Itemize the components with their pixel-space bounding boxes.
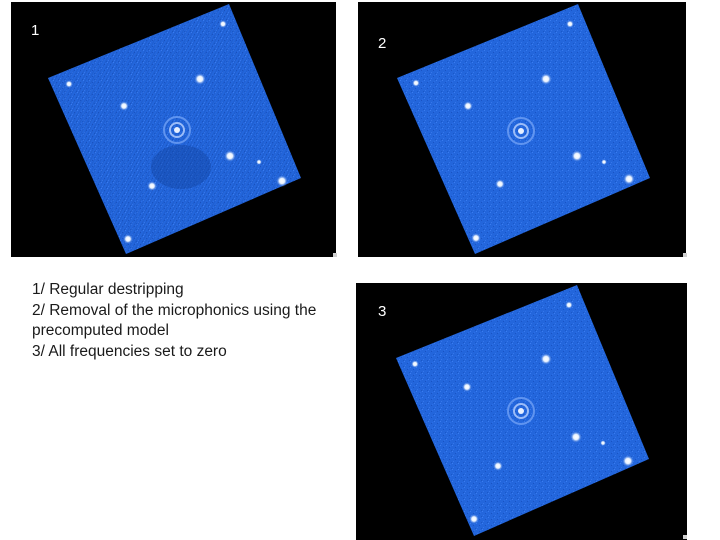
image-panel-3: 3 [356, 283, 687, 540]
caption-line-4: 3/ All frequencies set to zero [32, 342, 227, 360]
sky-image-3 [396, 285, 649, 536]
sky-image-2 [397, 4, 650, 254]
panel-label-3: 3 [378, 303, 387, 320]
caption-line-1: 1/ Regular destripping [32, 281, 184, 298]
sky-field [397, 4, 650, 254]
stars [412, 20, 635, 243]
panel-corner-mark [683, 535, 687, 539]
panel-corner-mark [683, 253, 687, 257]
panel-corner-mark [333, 253, 337, 257]
panel-label-1: 1 [31, 22, 40, 39]
caption-line-3: precomputed model [32, 322, 169, 339]
image-panel-1: 1 [11, 2, 336, 257]
stars [411, 301, 634, 524]
central-source [507, 397, 535, 425]
central-source [507, 117, 535, 145]
sky-image-1 [48, 4, 301, 254]
panel-label-2: 2 [378, 35, 387, 52]
caption: 1/ Regular destripping 2/ Removal of the… [32, 280, 352, 362]
caption-line-2: 2/ Removal of the microphonics using the [32, 301, 317, 319]
microphonics-artifact [151, 145, 211, 189]
image-panel-2: 2 [358, 2, 686, 257]
stars [65, 20, 288, 244]
central-source [163, 116, 191, 144]
